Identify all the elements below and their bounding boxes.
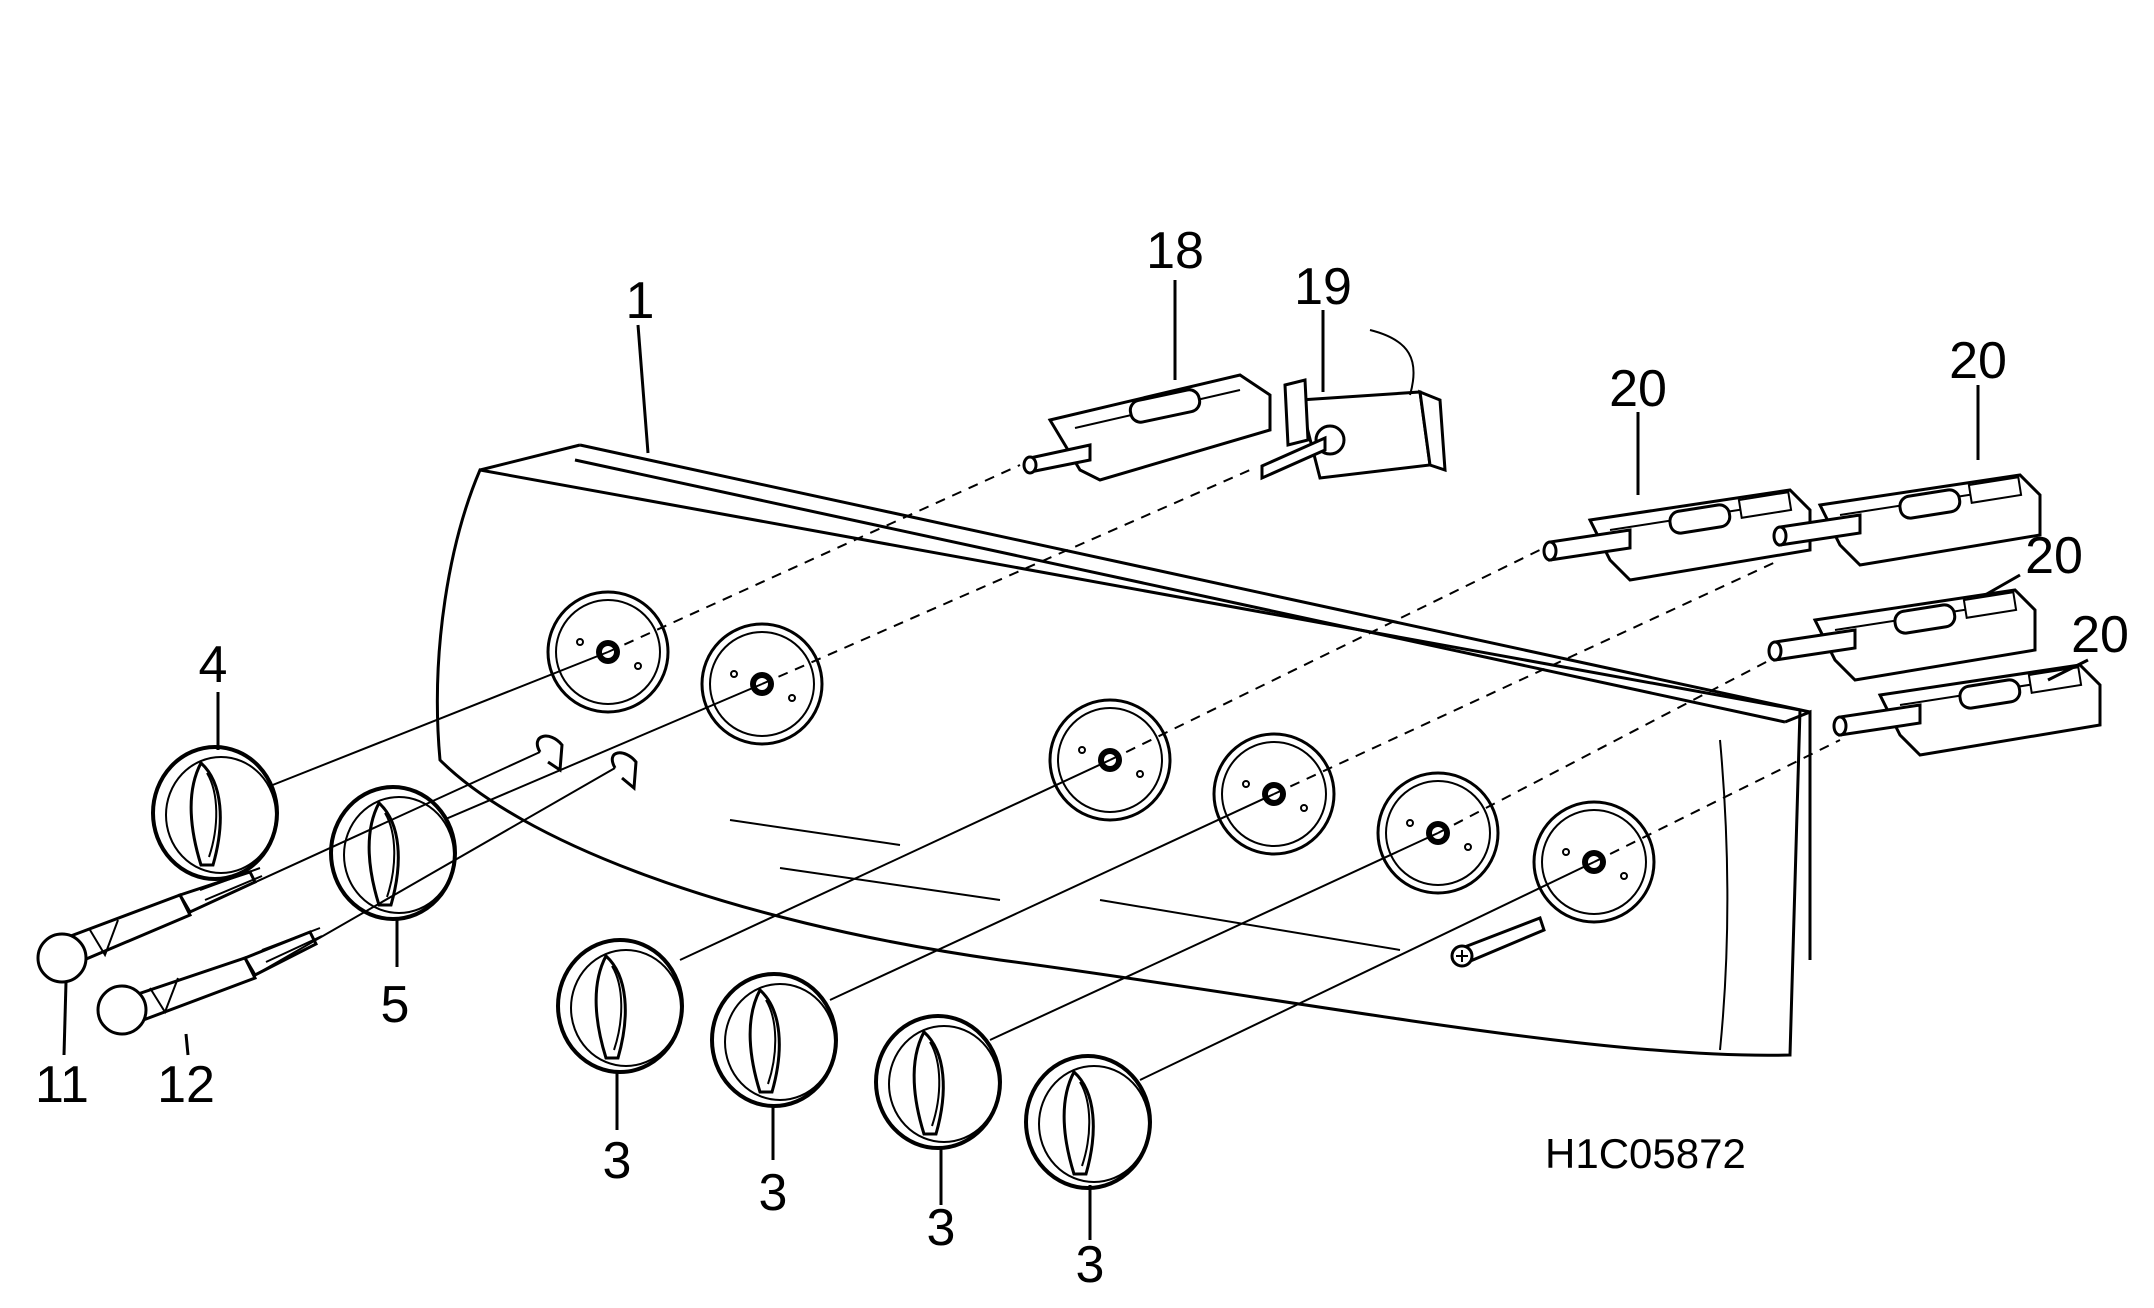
callout-knob-3-c: 3 xyxy=(927,1199,956,1257)
knob-3-a xyxy=(556,938,684,1074)
valve-20-1 xyxy=(1542,488,1812,582)
callout-panel: 1 xyxy=(626,272,655,330)
lamp-12-leader xyxy=(254,767,616,976)
knob-leaders xyxy=(259,651,1595,1081)
callout-valve-20-1: 20 xyxy=(1609,360,1667,418)
indicator-lamp-12 xyxy=(96,927,323,1036)
callout-switch-18: 18 xyxy=(1146,222,1204,280)
valve-20-4 xyxy=(1832,663,2102,757)
switch-18 xyxy=(1022,373,1272,482)
valve-20-2 xyxy=(1772,473,2042,567)
callout-knob-3-d: 3 xyxy=(1076,1236,1105,1294)
lamp-clips xyxy=(536,734,638,792)
callout-thermostat-19: 19 xyxy=(1294,258,1352,316)
lamp-11-leader xyxy=(189,751,541,913)
screw xyxy=(1450,916,1546,968)
thermostat-19 xyxy=(1260,329,1447,481)
callout-valve-20-2: 20 xyxy=(1949,332,2007,390)
knob-3-d xyxy=(1024,1054,1152,1190)
callout-knob-4: 4 xyxy=(199,636,228,694)
knob-3-c xyxy=(874,1014,1002,1150)
valve-20-3 xyxy=(1767,588,2037,682)
callout-knob-3-b: 3 xyxy=(759,1164,788,1222)
alignment-lines xyxy=(607,464,1841,863)
callout-valve-20-4: 20 xyxy=(2071,606,2129,664)
callout-knob-3-a: 3 xyxy=(603,1132,632,1190)
callout-knob-5: 5 xyxy=(381,976,410,1034)
drawing-code: H1C05872 xyxy=(1545,1130,1746,1177)
knob-3-b xyxy=(710,972,838,1108)
callout-valve-20-3: 20 xyxy=(2025,527,2083,585)
callout-lamp-12: 12 xyxy=(157,1056,215,1114)
callout-leaders xyxy=(62,280,2089,1240)
knob-5 xyxy=(329,785,457,921)
callout-lamp-11: 11 xyxy=(35,1056,89,1114)
knob-4 xyxy=(151,745,279,881)
